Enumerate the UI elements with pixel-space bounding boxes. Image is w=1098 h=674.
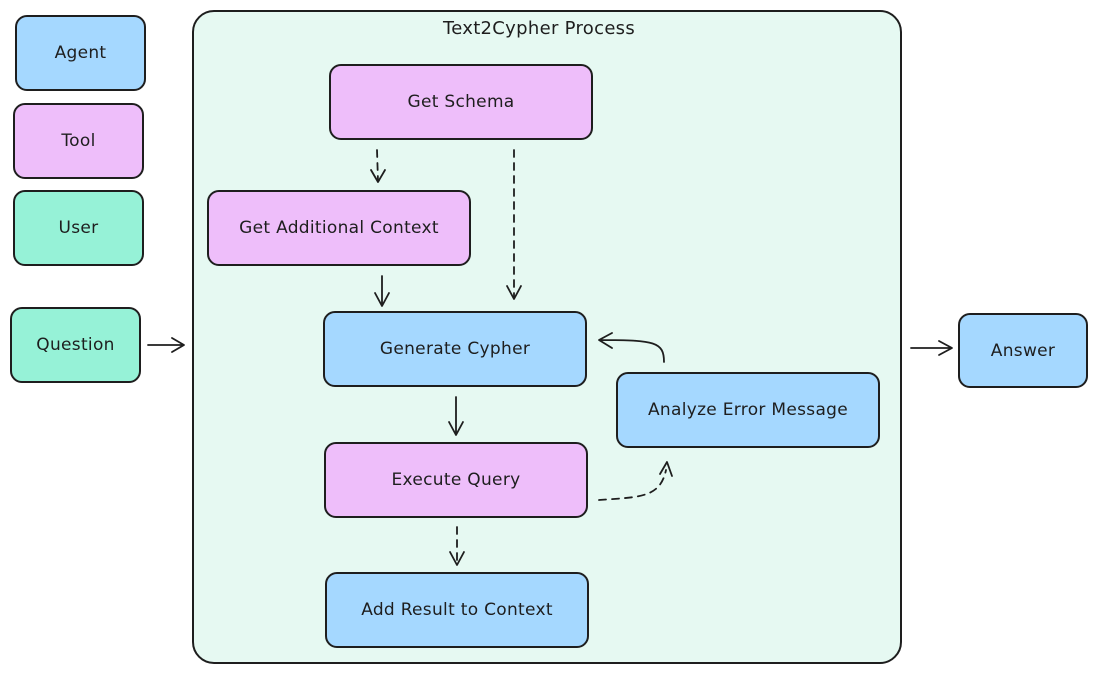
analyze-error-message-node: Analyze Error Message [616, 372, 880, 448]
arrow-context-to-generate [374, 275, 390, 307]
execute-query-label: Execute Query [391, 470, 521, 490]
add-result-to-context-node: Add Result to Context [325, 572, 589, 648]
arrow-execute-to-analyze [598, 469, 667, 501]
arrowhead-execute-to-analyze [659, 461, 673, 477]
legend-tool-label: Tool [61, 131, 96, 151]
legend-tool: Tool [13, 103, 144, 179]
answer-node: Answer [958, 313, 1088, 388]
analyze-error-message-label: Analyze Error Message [647, 400, 849, 420]
arrowhead-schema-to-generate [506, 285, 522, 300]
legend-agent: Agent [15, 15, 146, 91]
arrow-generate-to-execute [448, 396, 464, 436]
legend-agent-label: Agent [54, 43, 107, 63]
execute-query-node: Execute Query [324, 442, 588, 518]
legend-user: User [13, 190, 144, 266]
generate-cypher-node: Generate Cypher [323, 311, 587, 387]
legend-user-label: User [58, 218, 99, 238]
arrow-process-to-answer [910, 340, 953, 356]
get-additional-context-label: Get Additional Context [239, 218, 439, 238]
add-result-to-context-label: Add Result to Context [361, 600, 553, 620]
get-additional-context-node: Get Additional Context [207, 190, 471, 266]
question-label: Question [36, 335, 115, 355]
arrow-analyze-to-generate [598, 332, 665, 363]
get-schema-node: Get Schema [329, 64, 593, 140]
arrowhead-schema-to-context [370, 169, 386, 183]
arrow-schema-to-context [376, 149, 379, 182]
answer-label: Answer [990, 340, 1056, 361]
get-schema-label: Get Schema [407, 92, 515, 112]
process-title: Text2Cypher Process [442, 18, 636, 39]
arrow-question-to-process [147, 337, 185, 353]
arrowhead-execute-to-add-result [449, 551, 465, 566]
generate-cypher-label: Generate Cypher [379, 339, 531, 359]
question-node: Question [10, 307, 141, 383]
